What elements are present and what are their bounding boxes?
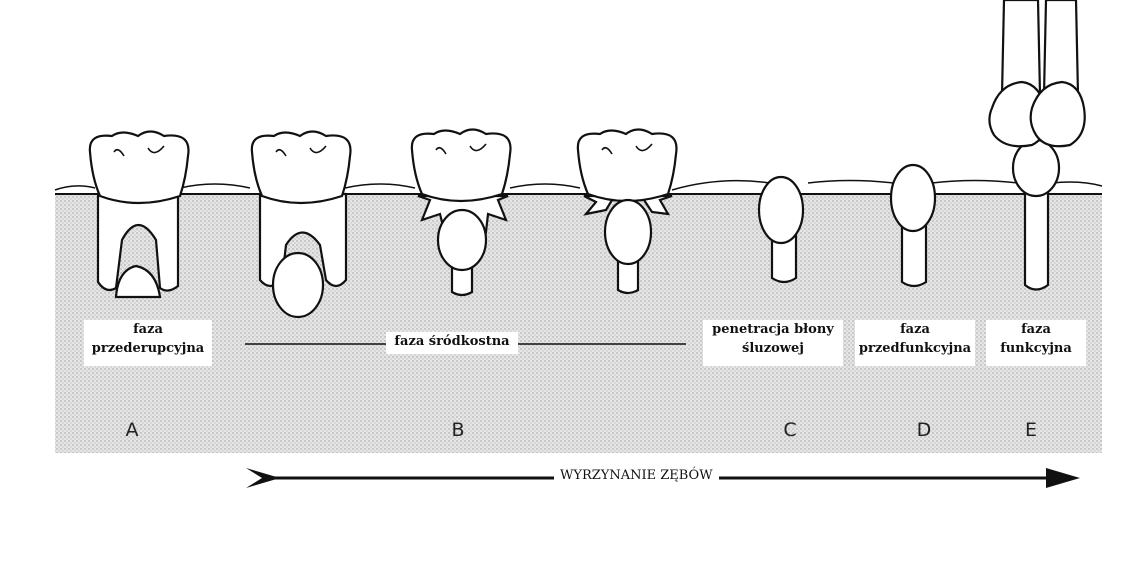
phase-label-line-2: przedfunkcyjna (855, 339, 975, 358)
phase-label-prefunctional: faza przedfunkcyjna (855, 320, 975, 366)
phase-label-intraosseous: faza śródkostna (386, 332, 518, 354)
stage-letter-c: C (775, 419, 805, 441)
stage-letter-e: E (1016, 419, 1046, 441)
eruption-arrow-label: WYRZYNANIE ZĘBÓW (554, 468, 719, 483)
tooth-stage-a (90, 132, 189, 298)
stage-letter-d: D (909, 419, 939, 441)
phase-label-mucosal-penetration: penetracja błony śluzowej (703, 320, 843, 366)
phase-label-line-1: penetracja błony (703, 320, 843, 339)
eruption-arrow-head (1046, 468, 1080, 488)
eruption-arrow-tail (246, 468, 280, 488)
phase-label-line-1: faza (855, 320, 975, 339)
phase-label-line-2: przederupcyjna (84, 339, 212, 358)
phase-label-preeruptive: faza przederupcyjna (84, 320, 212, 366)
stage-letter-b: B (443, 419, 473, 441)
phase-label-text: faza śródkostna (386, 332, 518, 351)
gingiva-surface (55, 181, 1102, 191)
phase-label-line-1: faza (986, 320, 1086, 339)
stage-letter-a: A (117, 419, 147, 441)
phase-label-line-2: funkcyjna (986, 339, 1086, 358)
phase-label-line-2: śluzowej (703, 339, 843, 358)
phase-label-functional: faza funkcyjna (986, 320, 1086, 366)
phase-label-line-1: faza (84, 320, 212, 339)
